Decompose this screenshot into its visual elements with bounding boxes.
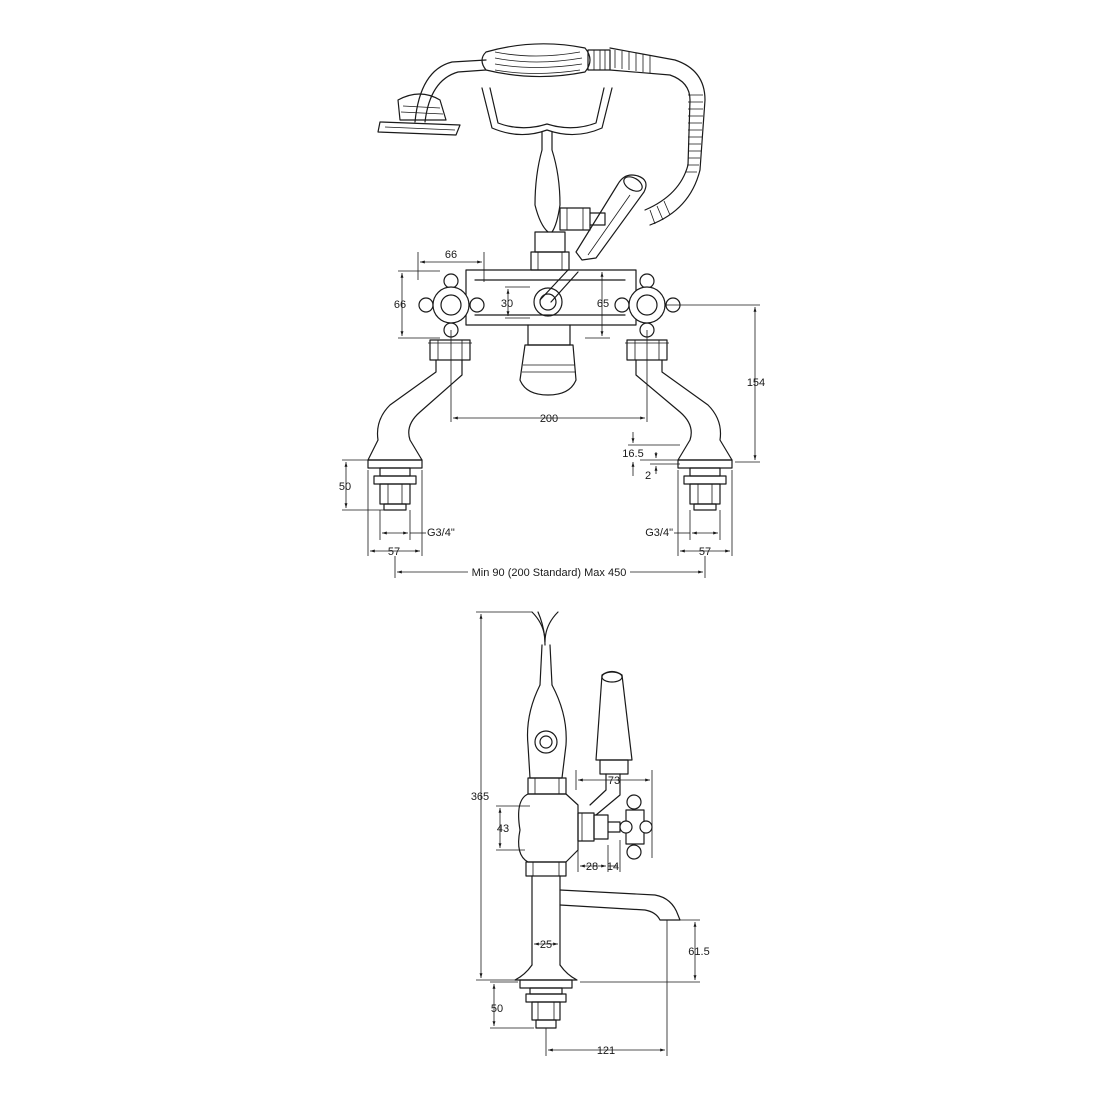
dim-lever-reach: 73 bbox=[608, 775, 620, 787]
dim-base-height: 50 bbox=[491, 1003, 503, 1015]
dim-leg-height: 50 bbox=[339, 481, 351, 493]
side-view: 365 73 43 28 14 25 61.5 50 bbox=[471, 611, 710, 1057]
right-leg bbox=[635, 359, 733, 511]
shower-handset bbox=[481, 43, 611, 78]
front-dimensions: 66 66 30 65 154 200 16.5 bbox=[339, 249, 765, 579]
dim-handle-height: 66 bbox=[394, 299, 406, 311]
right-cross-handle bbox=[614, 273, 681, 361]
side-lever bbox=[589, 670, 633, 816]
left-cross-handle bbox=[418, 273, 485, 361]
dim-thread-left: G3/4" bbox=[427, 527, 455, 539]
dim-centres: 200 bbox=[540, 413, 558, 425]
side-cradle bbox=[526, 611, 567, 779]
dim-spout-reach: 121 bbox=[597, 1045, 615, 1057]
front-view: 66 66 30 65 154 200 16.5 bbox=[339, 43, 765, 579]
valve-body bbox=[465, 231, 637, 396]
dim-range: Min 90 (200 Standard) Max 450 bbox=[472, 567, 627, 579]
dim-mid-height: 30 bbox=[501, 298, 513, 310]
dim-valve-14: 14 bbox=[607, 861, 619, 873]
diverter-assembly bbox=[539, 174, 647, 303]
shower-head bbox=[377, 93, 461, 136]
dim-base-left: 57 bbox=[388, 546, 400, 558]
dim-base-right: 57 bbox=[699, 546, 711, 558]
left-leg bbox=[367, 359, 463, 511]
dim-pillar-25: 25 bbox=[540, 939, 552, 951]
side-pillar-spout bbox=[514, 875, 681, 1029]
dim-valve-28: 28 bbox=[586, 861, 598, 873]
dim-overall-height: 154 bbox=[747, 377, 765, 389]
dim-spout-height: 61.5 bbox=[688, 946, 709, 958]
dim-body-height: 43 bbox=[497, 823, 509, 835]
dim-total-height: 365 bbox=[471, 791, 489, 803]
dim-nut-height: 16.5 bbox=[622, 448, 643, 460]
dim-outlet-height: 65 bbox=[597, 298, 609, 310]
shower-cradle bbox=[481, 87, 613, 233]
side-body bbox=[518, 777, 653, 877]
dim-thread-right: G3/4" bbox=[645, 527, 673, 539]
dim-handle-width: 66 bbox=[445, 249, 457, 261]
dim-gap: 2 bbox=[645, 470, 651, 482]
side-dimensions: 365 73 43 28 14 25 61.5 50 bbox=[471, 611, 710, 1057]
